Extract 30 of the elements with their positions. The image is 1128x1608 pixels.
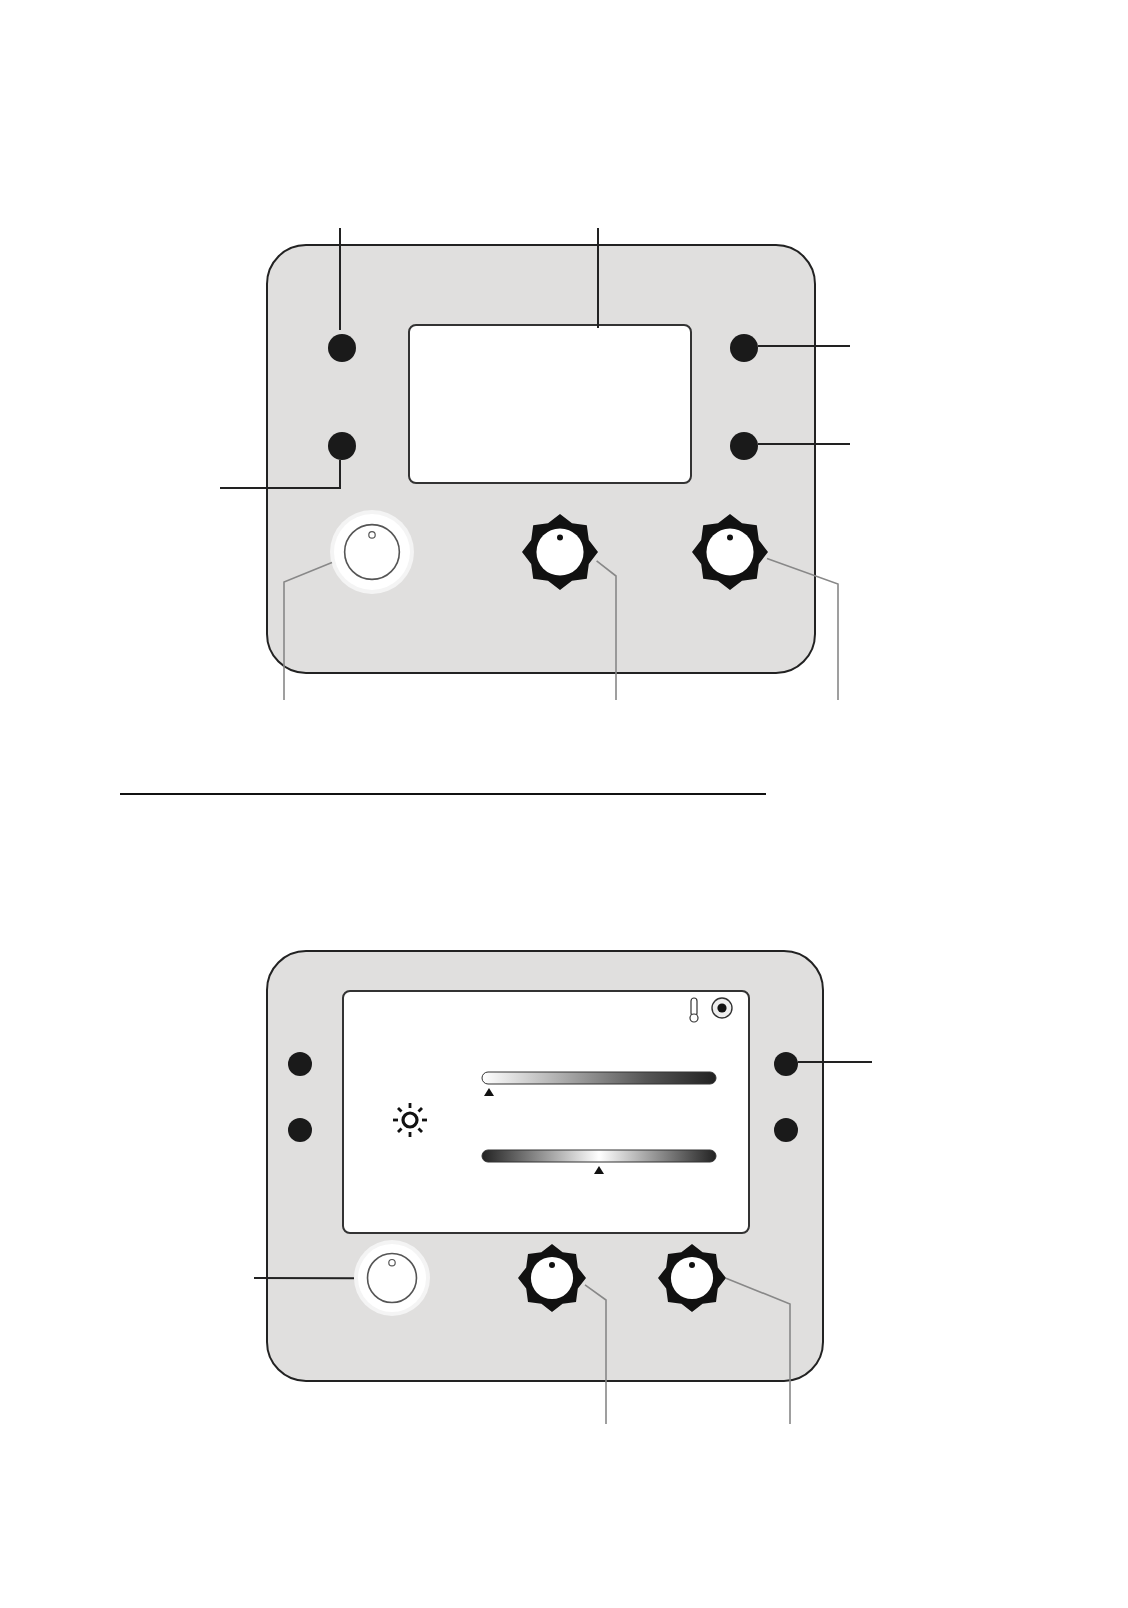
leader-line (253, 1277, 355, 1280)
push-button (358, 1244, 426, 1312)
indicator-light (288, 1118, 312, 1142)
leader-line (597, 227, 599, 329)
indicator-light (730, 432, 758, 460)
device-panel (266, 950, 824, 1382)
leader-line (797, 1061, 873, 1063)
leader-line (725, 1277, 791, 1425)
leader-line (757, 443, 851, 445)
indicator-light (774, 1118, 798, 1142)
rotary-knob (518, 1244, 586, 1312)
indicator-light (288, 1052, 312, 1076)
device-panel (266, 244, 816, 674)
push-button (334, 514, 410, 590)
indicator-light (328, 432, 356, 460)
indicator-light (774, 1052, 798, 1076)
indicator-light (328, 334, 356, 362)
leader-line (283, 561, 333, 701)
indicator-light (730, 334, 758, 362)
leader-line (339, 227, 341, 331)
rotary-knob (658, 1244, 726, 1312)
display-screen (408, 324, 692, 484)
leader-line (595, 560, 617, 701)
leader-line (584, 1284, 607, 1425)
rotary-knob (522, 514, 598, 590)
leader-line (766, 557, 839, 701)
leader-line (219, 459, 341, 489)
leader-line (757, 345, 851, 347)
rotary-knob (692, 514, 768, 590)
display-screen (342, 990, 750, 1234)
